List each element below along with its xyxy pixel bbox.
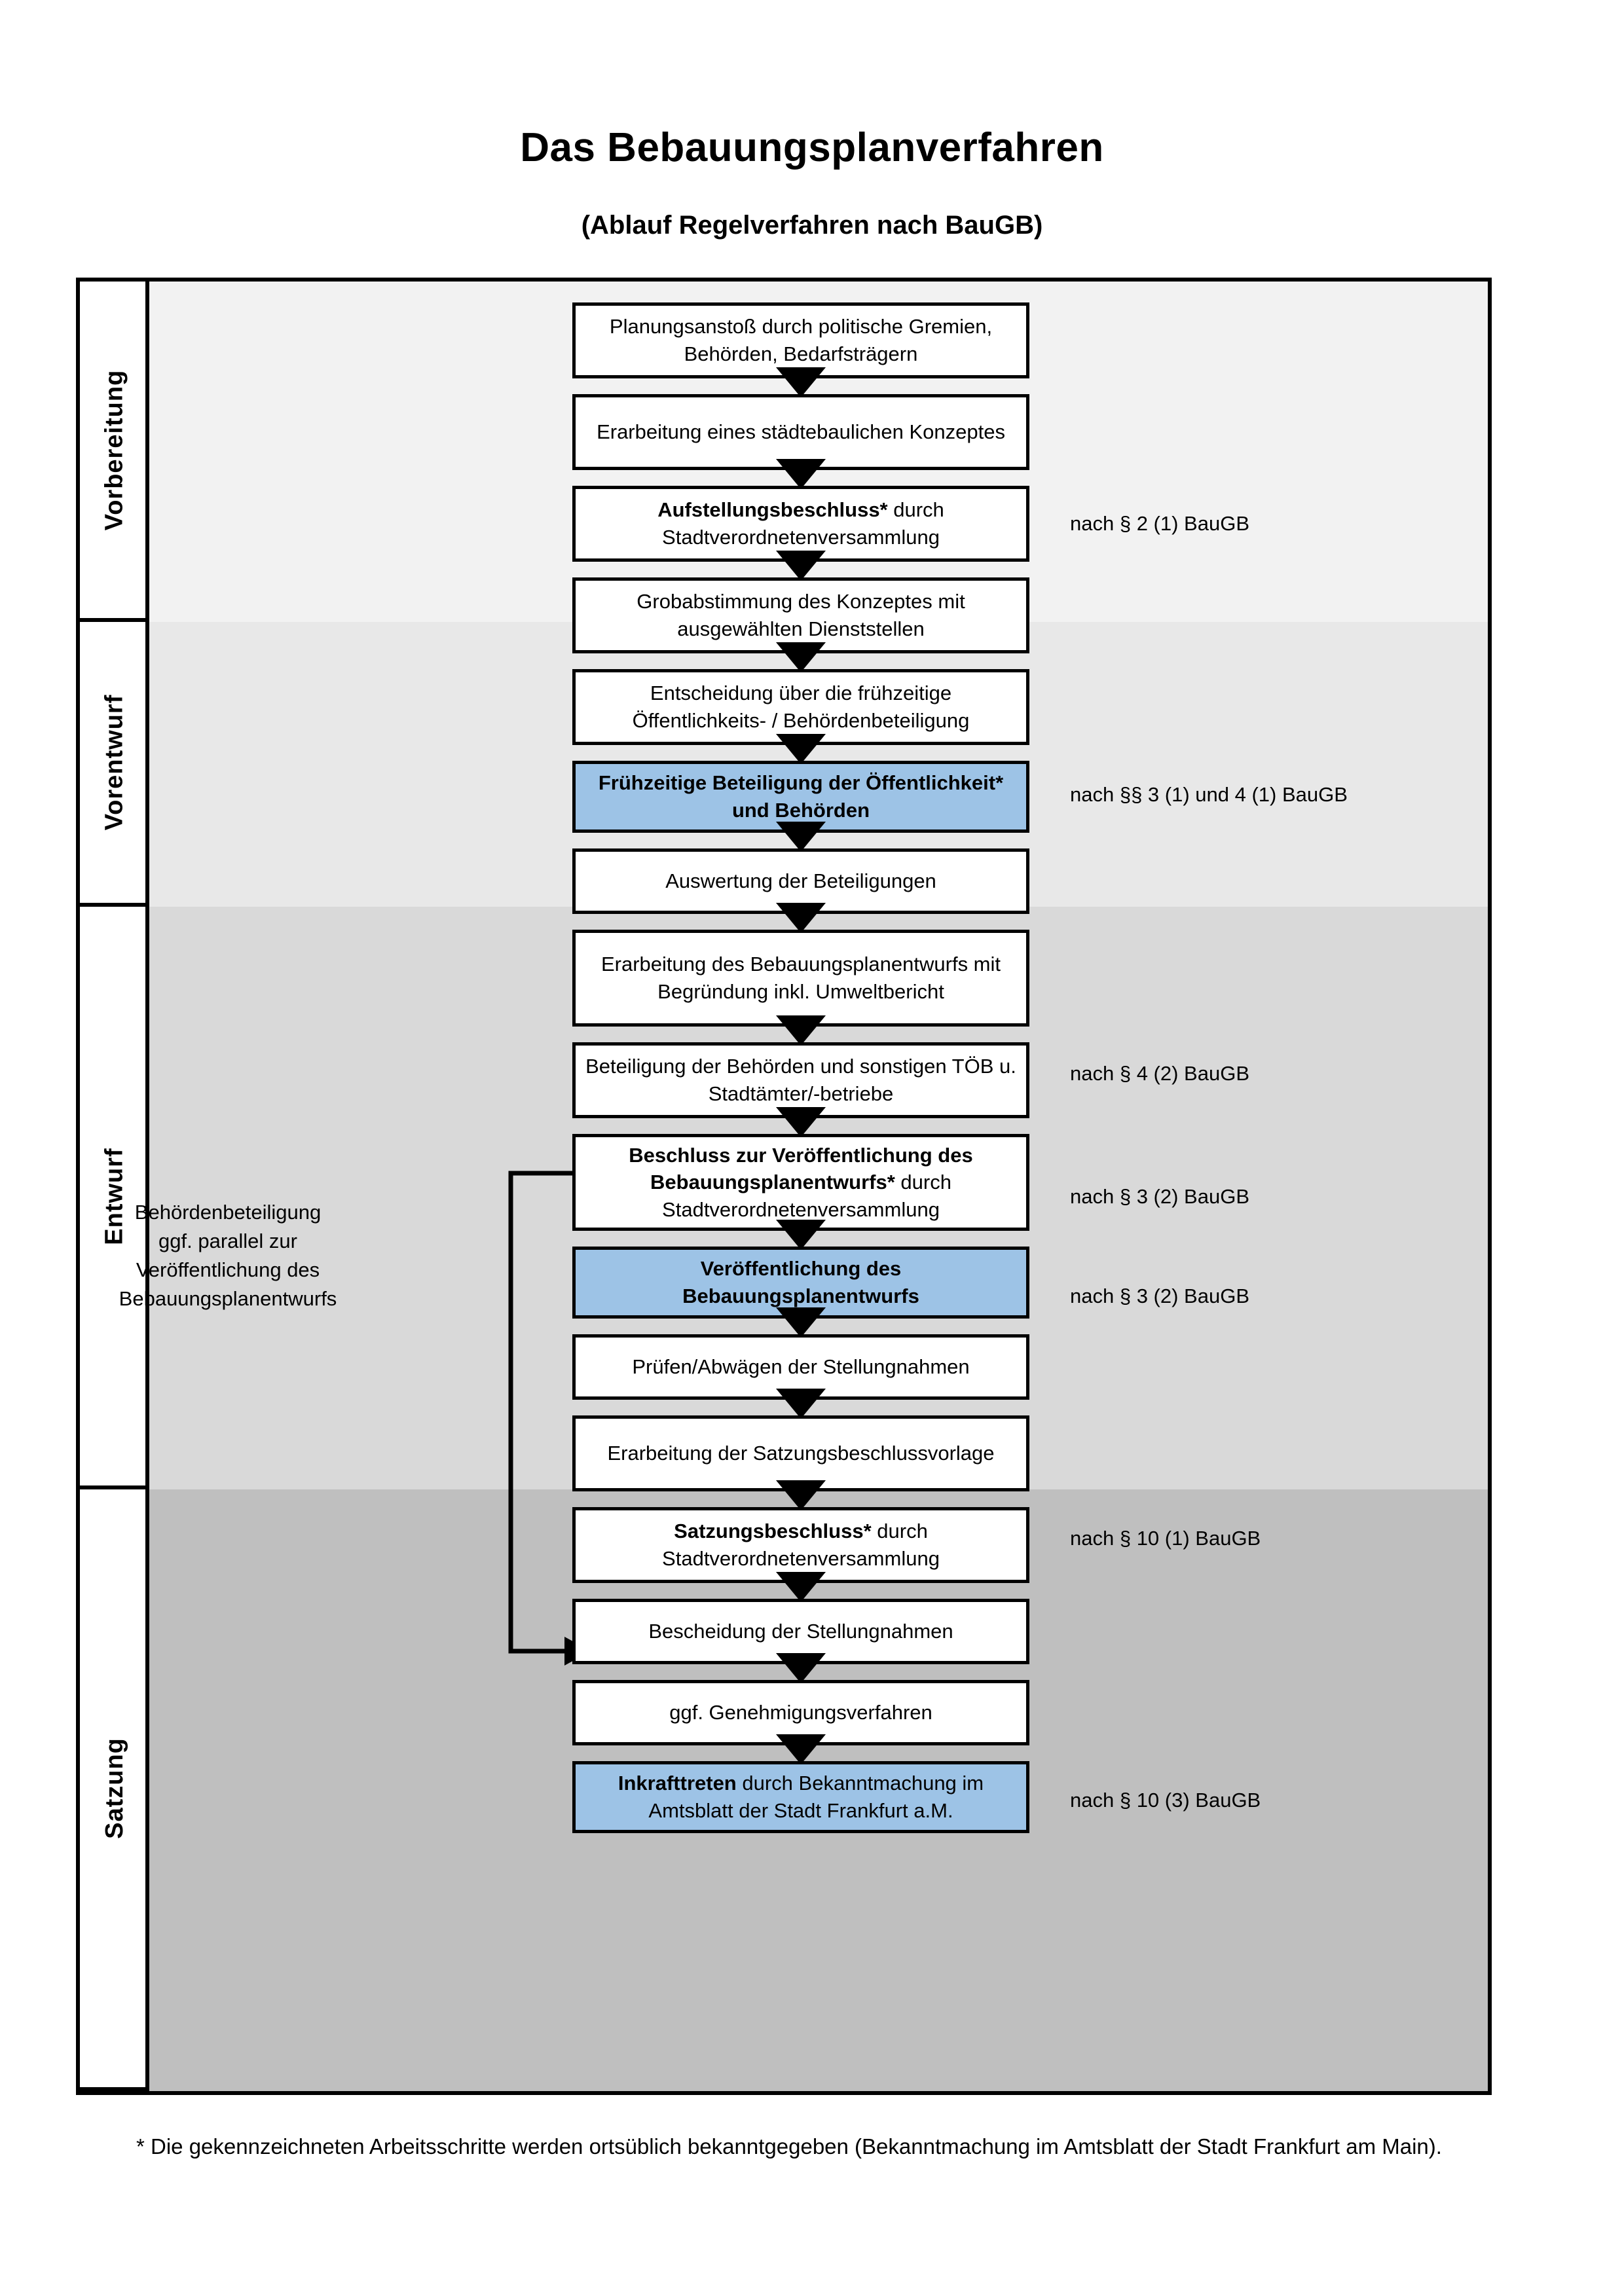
legal-reference-behoerdenbeteiligung: nach § 4 (2) BauGB — [1070, 1062, 1249, 1085]
legal-reference-veroeffentlichung: nach § 3 (2) BauGB — [1070, 1285, 1249, 1307]
process-box-beteiligung-behoerden-toeb-text: Beteiligung der Behörden und sonstigen T… — [585, 1055, 1016, 1105]
process-box-erarbeitung-satzungsbeschlussvorlage-text: Erarbeitung der Satzungsbeschlussvorlage — [607, 1442, 995, 1465]
arrow-down-icon-4 — [776, 642, 826, 672]
process-box-aufstellungsbeschluss-bold: Aufstellungsbeschluss* — [657, 498, 888, 522]
arrow-down-icon-10 — [776, 1220, 826, 1250]
process-box-veroeffentlichung-bebauungsplanentwurf-bold: Veröffentlichung des Bebauungsplanentwur… — [682, 1257, 919, 1307]
legal-reference-fruehzeitige-beteiligung: nach §§ 3 (1) und 4 (1) BauGB — [1070, 783, 1348, 806]
process-box-entscheidung-fruehzeitige-beteiligung[interactable]: Entscheidung über die frühzeitige Öffent… — [572, 669, 1029, 745]
process-box-genehmigungsverfahren-text: ggf. Genehmigungsverfahren — [669, 1701, 932, 1724]
process-box-auswertung-beteiligungen-text: Auswertung der Beteiligungen — [665, 869, 936, 893]
parallel-process-connector — [508, 1171, 591, 1666]
side-annotation-line-4: Bebauungsplanentwurfs — [119, 1287, 337, 1311]
side-annotation-line-2: ggf. parallel zur — [158, 1230, 297, 1253]
process-box-satzungsbeschluss-rest: durch Stadtverordnetenversammlung — [662, 1520, 940, 1570]
process-box-erarbeitung-bebauungsplanentwurf-text: Erarbeitung des Bebauungsplanentwurfs mi… — [600, 953, 1001, 1003]
process-box-beschluss-veroeffentlichung[interactable]: Beschluss zur Veröffentlichung des Bebau… — [572, 1134, 1029, 1231]
legal-reference-satzungsbeschluss: nach § 10 (1) BauGB — [1070, 1527, 1261, 1550]
process-box-aufstellungsbeschluss-rest: durch Stadtverordnetenversammlung — [662, 498, 944, 549]
phase-cell-vorentwurf: Vorentwurf — [80, 622, 149, 907]
phase-cell-entwurf: Entwurf — [80, 907, 149, 1489]
process-box-auswertung-beteiligungen[interactable]: Auswertung der Beteiligungen — [572, 848, 1029, 914]
process-box-inkrafttreten-bold: Inkrafttreten — [618, 1772, 737, 1795]
process-box-satzungsbeschluss-bold: Satzungsbeschluss* — [674, 1520, 872, 1543]
arrow-down-icon-1 — [776, 367, 826, 397]
process-box-fruehzeitige-beteiligung-bold: Frühzeitige Beteiligung der Öffentlichke… — [598, 771, 1004, 822]
process-box-beschluss-veroeffentlichung-text: Beschluss zur Veröffentlichung des Bebau… — [585, 1142, 1017, 1224]
legal-reference-inkrafttreten: nach § 10 (3) BauGB — [1070, 1789, 1261, 1812]
arrow-down-icon-12 — [776, 1389, 826, 1419]
phase-cell-vorbereitung: Vorbereitung — [80, 282, 149, 622]
legal-reference-aufstellungsbeschluss: nach § 2 (1) BauGB — [1070, 512, 1249, 535]
arrow-down-icon-11 — [776, 1307, 826, 1338]
process-box-veroeffentlichung-bebauungsplanentwurf-text: Veröffentlichung des Bebauungsplanentwur… — [585, 1255, 1017, 1309]
arrow-down-icon-8 — [776, 1015, 826, 1046]
arrow-down-icon-16 — [776, 1734, 826, 1764]
arrow-down-icon-14 — [776, 1572, 826, 1602]
flowchart-frame: Vorbereitung Vorentwurf Entwurf Satzung … — [76, 278, 1492, 2095]
arrow-down-icon-5 — [776, 734, 826, 764]
side-annotation-line-3: Veröffentlichung des — [136, 1258, 320, 1282]
arrow-down-icon-2 — [776, 459, 826, 489]
phase-cell-satzung: Satzung — [80, 1489, 149, 2091]
process-box-beschluss-veroeffentlichung-bold: Beschluss zur Veröffentlichung des Bebau… — [629, 1143, 973, 1194]
page-title: Das Bebauungsplanverfahren — [520, 125, 1104, 170]
arrow-down-icon-3 — [776, 551, 826, 581]
phase-column-divider — [145, 282, 149, 2091]
process-box-bescheidung-stellungnahmen-text: Bescheidung der Stellungnahmen — [648, 1620, 953, 1643]
side-annotation-line-1: Behördenbeteiligung — [134, 1201, 322, 1224]
arrow-down-icon-6 — [776, 822, 826, 852]
legal-reference-beschluss-veroeffentlichung: nach § 3 (2) BauGB — [1070, 1185, 1249, 1208]
phase-label-satzung: Satzung — [100, 1738, 128, 1839]
process-box-grobabstimmung-text: Grobabstimmung des Konzeptes mit ausgewä… — [637, 590, 965, 640]
phase-label-vorbereitung: Vorbereitung — [100, 369, 128, 530]
process-box-planungsanstoss-text: Planungsanstoß durch politische Gremien,… — [609, 315, 993, 365]
arrow-down-icon-9 — [776, 1107, 826, 1137]
process-box-aufstellungsbeschluss-text: Aufstellungsbeschluss* durch Stadtverord… — [585, 496, 1017, 551]
phase-label-vorentwurf: Vorentwurf — [100, 694, 128, 831]
side-annotation-behoerdenbeteiligung: Behördenbeteiligung ggf. parallel zur Ve… — [90, 1198, 365, 1313]
process-box-erarbeitung-bebauungsplanentwurf[interactable]: Erarbeitung des Bebauungsplanentwurfs mi… — [572, 930, 1029, 1027]
page-subtitle: (Ablauf Regelverfahren nach BauGB) — [581, 211, 1043, 240]
process-box-entscheidung-fruehzeitige-beteiligung-text: Entscheidung über die frühzeitige Öffent… — [632, 682, 970, 732]
process-box-satzungsbeschluss[interactable]: Satzungsbeschluss* durch Stadtverordnete… — [572, 1507, 1029, 1583]
arrow-down-icon-13 — [776, 1480, 826, 1510]
process-box-staedtebauliches-konzept-text: Erarbeitung eines städtebaulichen Konzep… — [597, 420, 1005, 444]
arrow-down-icon-15 — [776, 1653, 826, 1683]
process-box-inkrafttreten-rest: durch Bekanntmachung im Amtsblatt der St… — [648, 1772, 984, 1822]
process-box-pruefen-abwaegen-text: Prüfen/Abwägen der Stellungnahmen — [632, 1355, 970, 1379]
process-box-satzungsbeschluss-text: Satzungsbeschluss* durch Stadtverordnete… — [585, 1518, 1017, 1572]
process-box-beschluss-veroeffentlichung-rest: durch Stadtverordnetenversammlung — [662, 1171, 951, 1221]
process-box-fruehzeitige-beteiligung-text: Frühzeitige Beteiligung der Öffentlichke… — [585, 769, 1017, 824]
process-box-inkrafttreten[interactable]: Inkrafttreten durch Bekanntmachung im Am… — [572, 1761, 1029, 1833]
process-box-inkrafttreten-text: Inkrafttreten durch Bekanntmachung im Am… — [585, 1770, 1017, 1824]
arrow-down-icon-7 — [776, 903, 826, 933]
footnote-text: * Die gekennzeichneten Arbeitsschritte w… — [136, 2134, 1442, 2159]
